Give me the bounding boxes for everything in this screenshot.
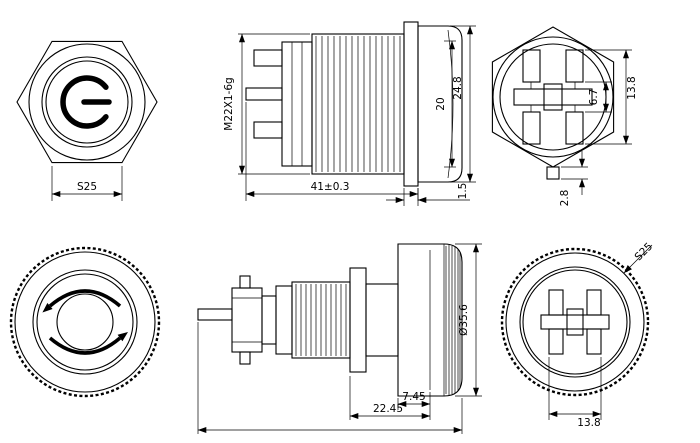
dimension-terminal-span: 13.8 (585, 49, 638, 145)
dimension-s25-across-flats: S25 (51, 166, 123, 201)
dimension-terminal-span: 13.8 (548, 357, 602, 429)
front-view-estop (9, 246, 161, 398)
dimension-head-od: 24.8 (450, 25, 476, 183)
neck (365, 283, 399, 357)
dimension-label-cap-od: Ø35.6 (458, 304, 470, 336)
dimension-label-s25: S25 (633, 241, 656, 264)
dimension-label-cap-height: 7.45 (402, 391, 425, 403)
dimension-body-length: 22.45 (349, 376, 431, 420)
terminal-housing (281, 41, 313, 167)
dimension-tab-depth: 2.8 (559, 151, 588, 206)
dimension-flange-thickness: 1.5 (386, 183, 470, 206)
dimension-label-flange: 1.5 (457, 183, 469, 200)
inner-ring-inner (36, 273, 134, 371)
dimension-cap-od: Ø35.6 (455, 243, 482, 397)
mounting-flange (349, 267, 367, 373)
head-outline (14, 251, 156, 393)
dimension-label-s25: S25 (77, 181, 97, 193)
body-circle-outer (492, 36, 614, 158)
terminal-pin (245, 87, 283, 101)
rotate-arrow-bottom-head (117, 332, 128, 342)
rear-view-power-button: 13.8 6.7 2.8 (491, 26, 638, 206)
terminal-block (565, 49, 584, 83)
center-contact (566, 308, 584, 336)
dimension-label-tab: 2.8 (559, 190, 571, 207)
dimension-bezel-od: 20 (435, 40, 456, 168)
dimension-thread-spec: M22X1-6g (223, 33, 310, 175)
terminal-pin (253, 121, 283, 139)
terminal-block (586, 289, 602, 316)
body-step (275, 285, 293, 355)
terminal-block (565, 111, 584, 145)
terminal-pin (197, 308, 233, 321)
body-step (261, 295, 277, 345)
knurled-ring (9, 246, 161, 398)
bezel-ring-inner (41, 56, 133, 148)
dimension-terminal-gap: 6.7 (585, 81, 612, 113)
rotate-arrow-bottom (48, 336, 122, 355)
dimension-s25-across-flats: S25 (623, 241, 656, 274)
center-contact (543, 83, 563, 111)
mounting-flange (403, 21, 419, 187)
knurled-ring (500, 247, 650, 397)
dimension-label-thread: M22X1-6g (223, 77, 235, 130)
terminal-stem (239, 351, 251, 365)
body-circle-outer (519, 266, 631, 378)
button-center (56, 293, 114, 351)
dimension-label-bezel-od: 20 (435, 97, 447, 110)
terminal-block (586, 328, 602, 355)
front-view-power-button: S25 (16, 40, 158, 201)
cap-knurl-lines (445, 245, 461, 395)
rotate-arrow-top (48, 289, 122, 308)
thread-lines (315, 36, 401, 172)
dimension-label-span: 13.8 (577, 417, 600, 429)
terminal-bridge (513, 88, 593, 106)
terminal-block (522, 111, 541, 145)
button-face (45, 60, 129, 144)
terminal-bridge (540, 314, 610, 330)
hex-nut-outline (491, 26, 615, 168)
rear-tab (546, 166, 560, 180)
terminal-pin (253, 49, 283, 67)
dimension-label-gap: 6.7 (588, 89, 600, 106)
rotate-arrow-top-head (42, 303, 53, 313)
dimension-overall (197, 322, 463, 434)
terminal-housing (231, 287, 263, 353)
head-outline (505, 252, 645, 392)
body-circle-inner (522, 269, 628, 375)
mushroom-cap (397, 243, 463, 397)
terminal-stem (239, 275, 251, 289)
inner-ring-outer (32, 269, 138, 375)
terminal-block (522, 49, 541, 83)
bezel-ring-outer (28, 43, 146, 161)
dimension-label-overall: 41±0.3 (311, 181, 350, 193)
dimension-label-span: 13.8 (626, 76, 638, 99)
side-view-power-button: M22X1-6g 41±0.3 24.8 20 1.5 (223, 21, 476, 206)
rear-view-estop: S25 13.8 (500, 241, 656, 429)
dimension-overall-length: 41±0.3 (245, 102, 419, 201)
terminal-block (548, 289, 564, 316)
side-view-estop: Ø35.6 7.45 22.45 (197, 243, 482, 434)
dimension-label-body-length: 22.45 (373, 403, 403, 415)
power-symbol-arc (60, 75, 109, 129)
hex-nut-outline (16, 40, 158, 164)
dimension-label-head-od: 24.8 (452, 76, 464, 99)
thread-lines (295, 284, 347, 356)
terminal-block (548, 328, 564, 355)
leader-line (623, 244, 653, 274)
